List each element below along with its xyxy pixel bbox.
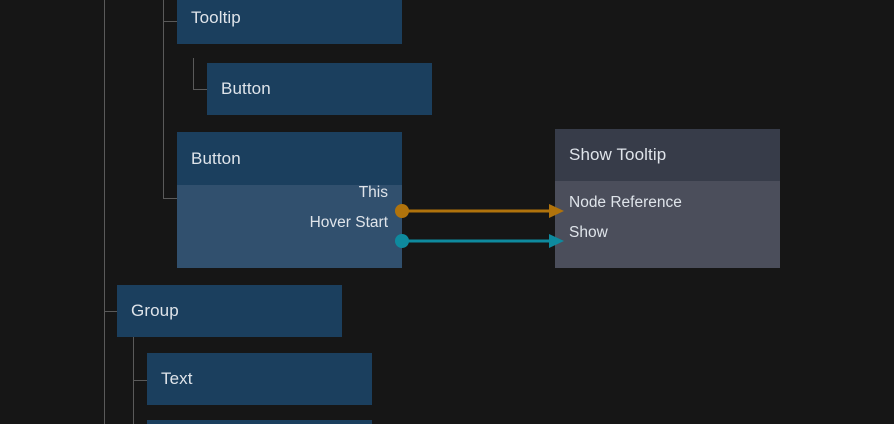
- input-port-show[interactable]: Show: [569, 223, 608, 243]
- node-button-title: Button: [191, 148, 241, 168]
- node-nested-button[interactable]: Button: [207, 63, 432, 115]
- tree-guide-level2: [163, 0, 164, 199]
- node-text[interactable]: Text: [147, 353, 372, 405]
- node-tooltip[interactable]: Tooltip: [177, 0, 402, 44]
- tree-elbow-nested-button: [193, 89, 208, 90]
- output-port-hover-start[interactable]: Hover Start: [310, 213, 388, 233]
- tree-elbow-button: [163, 198, 178, 199]
- tree-elbow-text: [133, 380, 148, 381]
- node-show-tooltip[interactable]: Show Tooltip Node Reference Show: [555, 129, 780, 268]
- wire-this-to-node-reference: [395, 204, 564, 218]
- node-show-tooltip-title: Show Tooltip: [555, 129, 780, 181]
- output-port-this-label: This: [358, 184, 388, 201]
- node-show-tooltip-body: Node Reference Show: [555, 181, 780, 268]
- input-port-node-reference-label: Node Reference: [569, 194, 682, 211]
- input-port-node-reference[interactable]: Node Reference: [569, 193, 682, 213]
- wire-hover-start-to-show: [395, 234, 564, 248]
- output-port-this[interactable]: This: [359, 183, 388, 203]
- output-port-hover-start-label: Hover Start: [309, 214, 388, 231]
- tree-guide-root: [104, 0, 105, 424]
- node-group[interactable]: Group: [117, 285, 342, 337]
- node-partial-bottom[interactable]: [147, 420, 372, 424]
- tree-elbow-group: [104, 311, 118, 312]
- node-button-body: This Hover Start: [177, 183, 402, 268]
- tree-elbow-tooltip: [163, 21, 178, 22]
- node-button[interactable]: Button This Hover Start: [177, 132, 402, 268]
- node-text-title: Text: [161, 369, 193, 388]
- node-nested-button-title: Button: [221, 79, 271, 98]
- tree-guide-level3: [193, 58, 194, 90]
- node-group-title: Group: [131, 301, 179, 320]
- node-tooltip-title: Tooltip: [191, 8, 241, 27]
- input-port-show-label: Show: [569, 224, 608, 241]
